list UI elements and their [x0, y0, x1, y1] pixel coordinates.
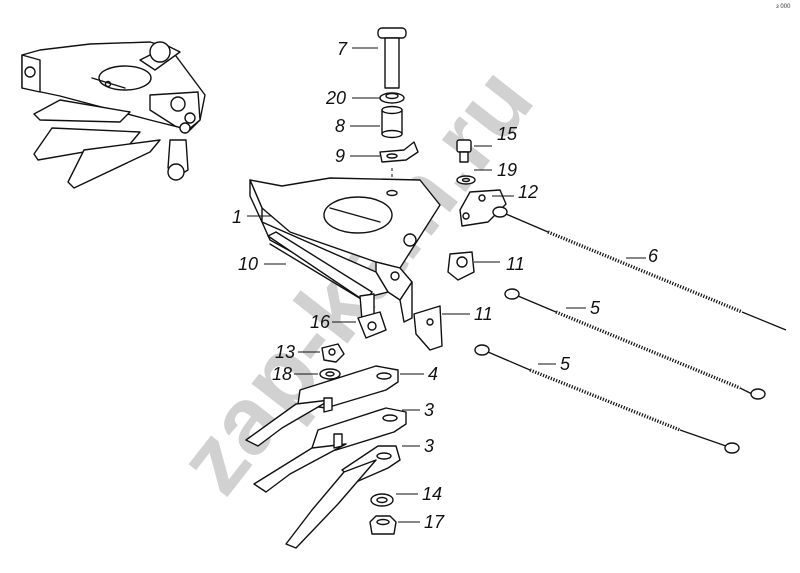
callout-9: 9 [335, 146, 345, 166]
callout-17: 17 [424, 512, 445, 532]
pin-stack [377, 27, 419, 186]
lever-part-3a [253, 407, 407, 493]
callout-18: 18 [272, 364, 292, 384]
strip-part-10 [267, 231, 375, 321]
callout-1: 1 [232, 207, 242, 227]
callout-20: 20 [325, 88, 346, 108]
leader-lines [247, 47, 646, 523]
callout-8: 8 [335, 116, 345, 136]
callout-4: 4 [428, 364, 438, 384]
callout-labels: 7 20 8 9 15 19 12 1 6 10 11 5 16 11 13 5… [232, 39, 659, 532]
lever-part-4 [245, 365, 399, 447]
callout-14: 14 [422, 484, 442, 504]
callout-3a: 3 [424, 400, 434, 420]
callout-10: 10 [238, 254, 258, 274]
callout-19: 19 [497, 160, 517, 180]
callout-5a: 5 [590, 298, 601, 318]
callout-3b: 3 [424, 436, 434, 456]
callout-16: 16 [310, 312, 331, 332]
callout-11a: 11 [506, 254, 525, 274]
assembled-view [21, 41, 206, 189]
washer-nut-14-17 [369, 493, 397, 535]
small-parts [319, 139, 507, 380]
callout-5b: 5 [560, 354, 571, 374]
spring-cable-6 [492, 206, 787, 331]
callout-6: 6 [648, 246, 659, 266]
callout-13: 13 [275, 342, 295, 362]
bracket-part-1 [249, 177, 441, 323]
callout-15: 15 [497, 124, 518, 144]
callout-7: 7 [337, 39, 348, 59]
lever-part-3b [285, 445, 401, 549]
callout-11b: 11 [474, 304, 493, 324]
spring-cable-5a [504, 288, 766, 400]
callout-12: 12 [518, 182, 538, 202]
corner-mark: з 000 [776, 4, 791, 10]
spring-cable-5b [474, 344, 740, 454]
